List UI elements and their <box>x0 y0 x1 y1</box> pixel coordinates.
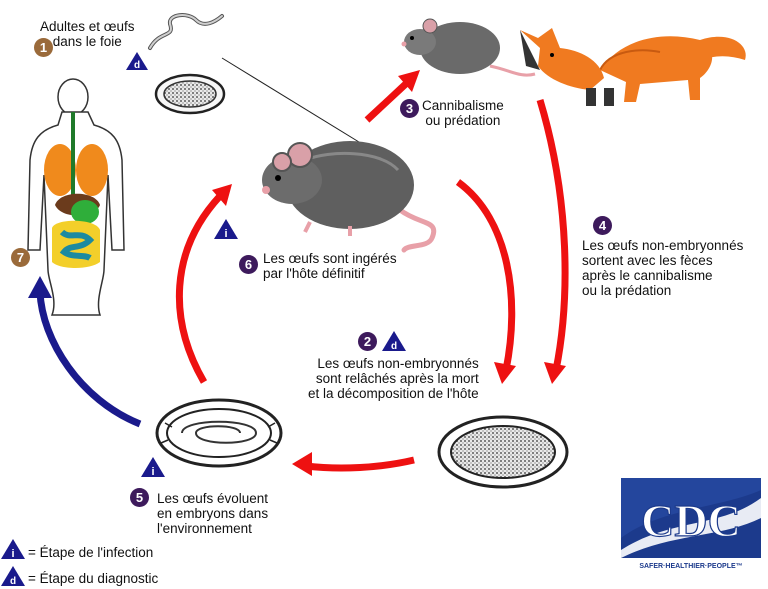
step-5-badge: 5 <box>130 488 149 507</box>
step-1-badge: 1 <box>34 38 53 57</box>
svg-text:SAFER·HEALTHIER·PEOPLE™: SAFER·HEALTHIER·PEOPLE™ <box>639 563 742 570</box>
egg-unembryonated-illustration <box>437 415 569 489</box>
human-body-illustration <box>27 78 125 316</box>
i-stage-icon: i <box>214 219 238 240</box>
rat-top-illustration <box>401 18 536 77</box>
svg-text:CDC: CDC <box>641 495 741 546</box>
arrow-head <box>212 184 232 206</box>
rat-center-illustration <box>262 141 437 253</box>
step-2-badge: 2 <box>358 332 377 351</box>
legend-i-icon: i <box>1 539 25 560</box>
i-stage-icon: i <box>141 457 165 478</box>
pointer-line <box>221 57 373 151</box>
legend-infection-label: = Étape de l'infection <box>28 545 154 560</box>
d-stage-icon: d <box>382 331 406 352</box>
egg-small-illustration <box>154 73 226 115</box>
svg-text:i: i <box>224 228 227 240</box>
step-4-badge: 4 <box>593 216 612 235</box>
svg-text:d: d <box>134 60 140 71</box>
legend-d-icon: d <box>1 566 25 587</box>
d-stage-icon: d <box>126 52 148 71</box>
svg-text:d: d <box>10 576 16 587</box>
step-4-text: Les œufs non-embryonnés sortent avec les… <box>582 238 744 298</box>
worm-illustration <box>148 13 224 50</box>
step-6-text: Les œufs sont ingérés par l'hôte définit… <box>263 251 397 281</box>
step-5-text: Les œufs évoluent en embryons dans l'env… <box>157 491 269 536</box>
egg-embryonated-illustration <box>155 398 283 468</box>
step-7-badge: 7 <box>11 248 30 267</box>
step-3-text: Cannibalisme ou prédation <box>422 98 504 128</box>
step-2-text: Les œufs non-embryonnés sont relâchés ap… <box>308 356 479 401</box>
step-1-text: Adultes et œufs dans le foie <box>40 19 135 49</box>
arrow-head <box>544 362 566 384</box>
arrow-head <box>28 276 52 298</box>
step-3-badge: 3 <box>400 99 419 118</box>
arrow-head <box>292 452 312 476</box>
cycle-arrows <box>28 70 569 476</box>
arrow-head <box>398 70 420 92</box>
svg-text:i: i <box>151 466 154 478</box>
fox-illustration <box>520 28 746 106</box>
cdc-logo: CDC SAFER·HEALTHIER·PEOPLE™ <box>621 478 761 572</box>
step-6-badge: 6 <box>239 255 258 274</box>
legend-diagnostic-label: = Étape du diagnostic <box>28 571 159 586</box>
svg-text:i: i <box>11 548 14 560</box>
arrow-head <box>494 362 516 384</box>
svg-text:d: d <box>391 341 397 352</box>
